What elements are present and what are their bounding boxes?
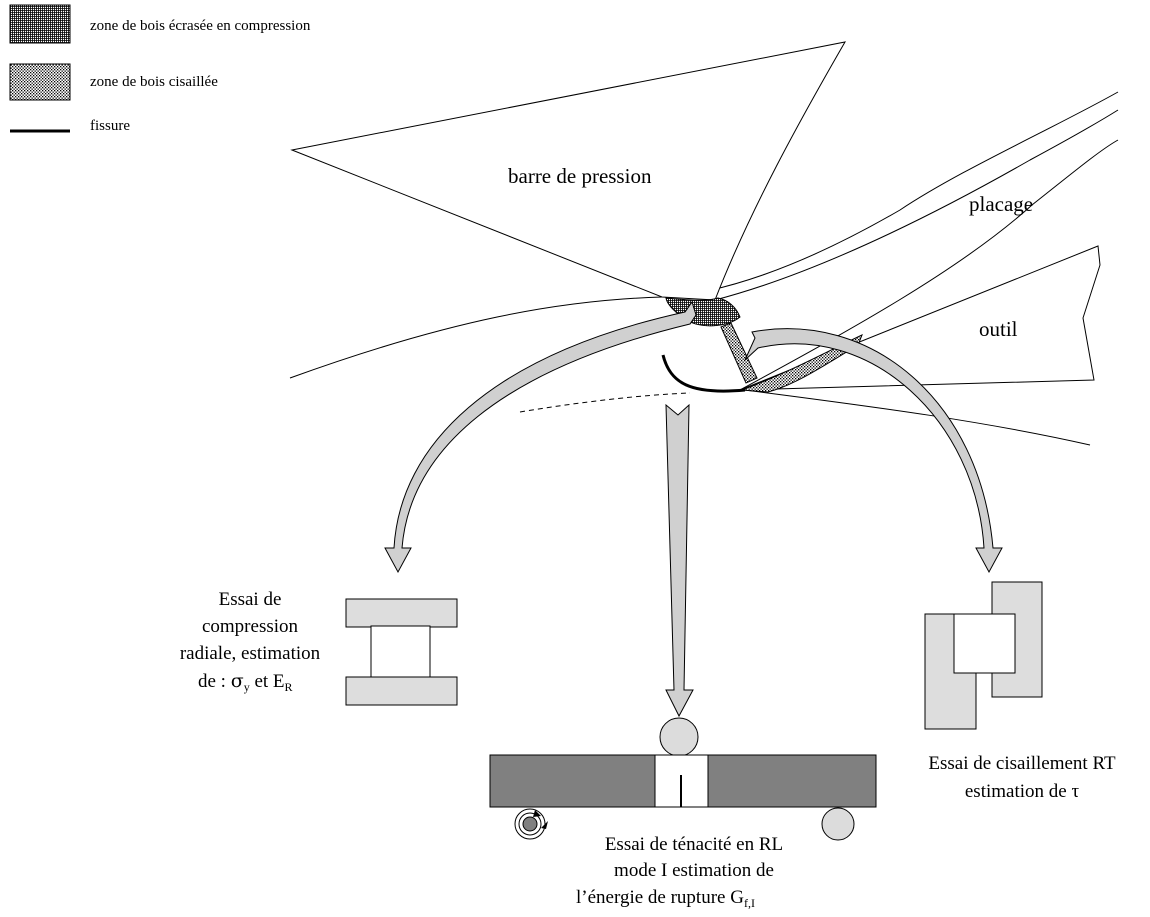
compression-bottom-plate xyxy=(345,676,458,706)
toughness-caption: Essai de ténacité en RL mode I estimatio… xyxy=(576,834,783,910)
arrow-to-compression xyxy=(384,300,697,574)
pressure-bar xyxy=(290,41,846,301)
legend-crack-label: fissure xyxy=(90,118,130,134)
beam-left xyxy=(489,754,656,808)
compression-caption-line1: Essai de xyxy=(219,589,282,610)
shear-caption-line2: estimation de τ xyxy=(965,781,1080,802)
right-support-roller xyxy=(821,807,855,841)
top-load-roller xyxy=(659,717,699,757)
toughness-caption-line1: Essai de ténacité en RL xyxy=(605,834,783,855)
compression-top-plate xyxy=(345,598,458,628)
pressure-bar-outline xyxy=(290,41,846,301)
legend-shear-swatch xyxy=(9,63,71,101)
arrow-to-shear xyxy=(744,328,1003,574)
veneer-outer-curve xyxy=(714,109,1119,301)
damage-zones xyxy=(519,297,863,413)
shear-caption: Essai de cisaillement RT estimation de τ xyxy=(928,753,1116,802)
rotation-arrow-icon xyxy=(533,810,548,829)
toughness-caption-line3: l’énergie de rupture Gf,I xyxy=(576,887,755,910)
compression-specimen xyxy=(345,598,458,706)
beam-right xyxy=(707,754,877,808)
arrow-to-toughness xyxy=(665,403,694,718)
pressure-bar-label: barre de pression xyxy=(508,164,652,188)
legend: zone de bois écrasée en compression zone… xyxy=(9,4,311,134)
tool-label: outil xyxy=(979,317,1018,341)
left-support-roller xyxy=(522,816,538,832)
compression-caption-line2: compression xyxy=(202,616,299,637)
legend-shear-label: zone de bois cisaillée xyxy=(90,74,218,90)
toughness-caption-line2: mode I estimation de xyxy=(614,860,774,881)
log-surface-curve xyxy=(289,91,1119,379)
veneer-label: placage xyxy=(969,192,1033,216)
arrows xyxy=(384,300,1003,718)
legend-compression-swatch xyxy=(9,4,71,44)
shear-specimen xyxy=(924,581,1043,730)
shear-band xyxy=(720,322,758,384)
log-bottom-curve xyxy=(744,389,1091,446)
shear-zone-tool xyxy=(741,334,863,393)
compression-caption-line3: radiale, estimation xyxy=(180,643,321,664)
shear-caption-line1: Essai de cisaillement RT xyxy=(928,753,1116,774)
crack-extension-dashed xyxy=(519,392,691,413)
compression-sample xyxy=(370,625,431,678)
crack-line xyxy=(661,354,746,393)
legend-compression-label: zone de bois écrasée en compression xyxy=(90,18,311,34)
toughness-specimen xyxy=(489,717,877,841)
compression-caption: Essai de compression radiale, estimation… xyxy=(180,589,321,694)
shear-sample xyxy=(953,613,1016,674)
compression-caption-line4: de : σy et ER xyxy=(198,670,293,694)
